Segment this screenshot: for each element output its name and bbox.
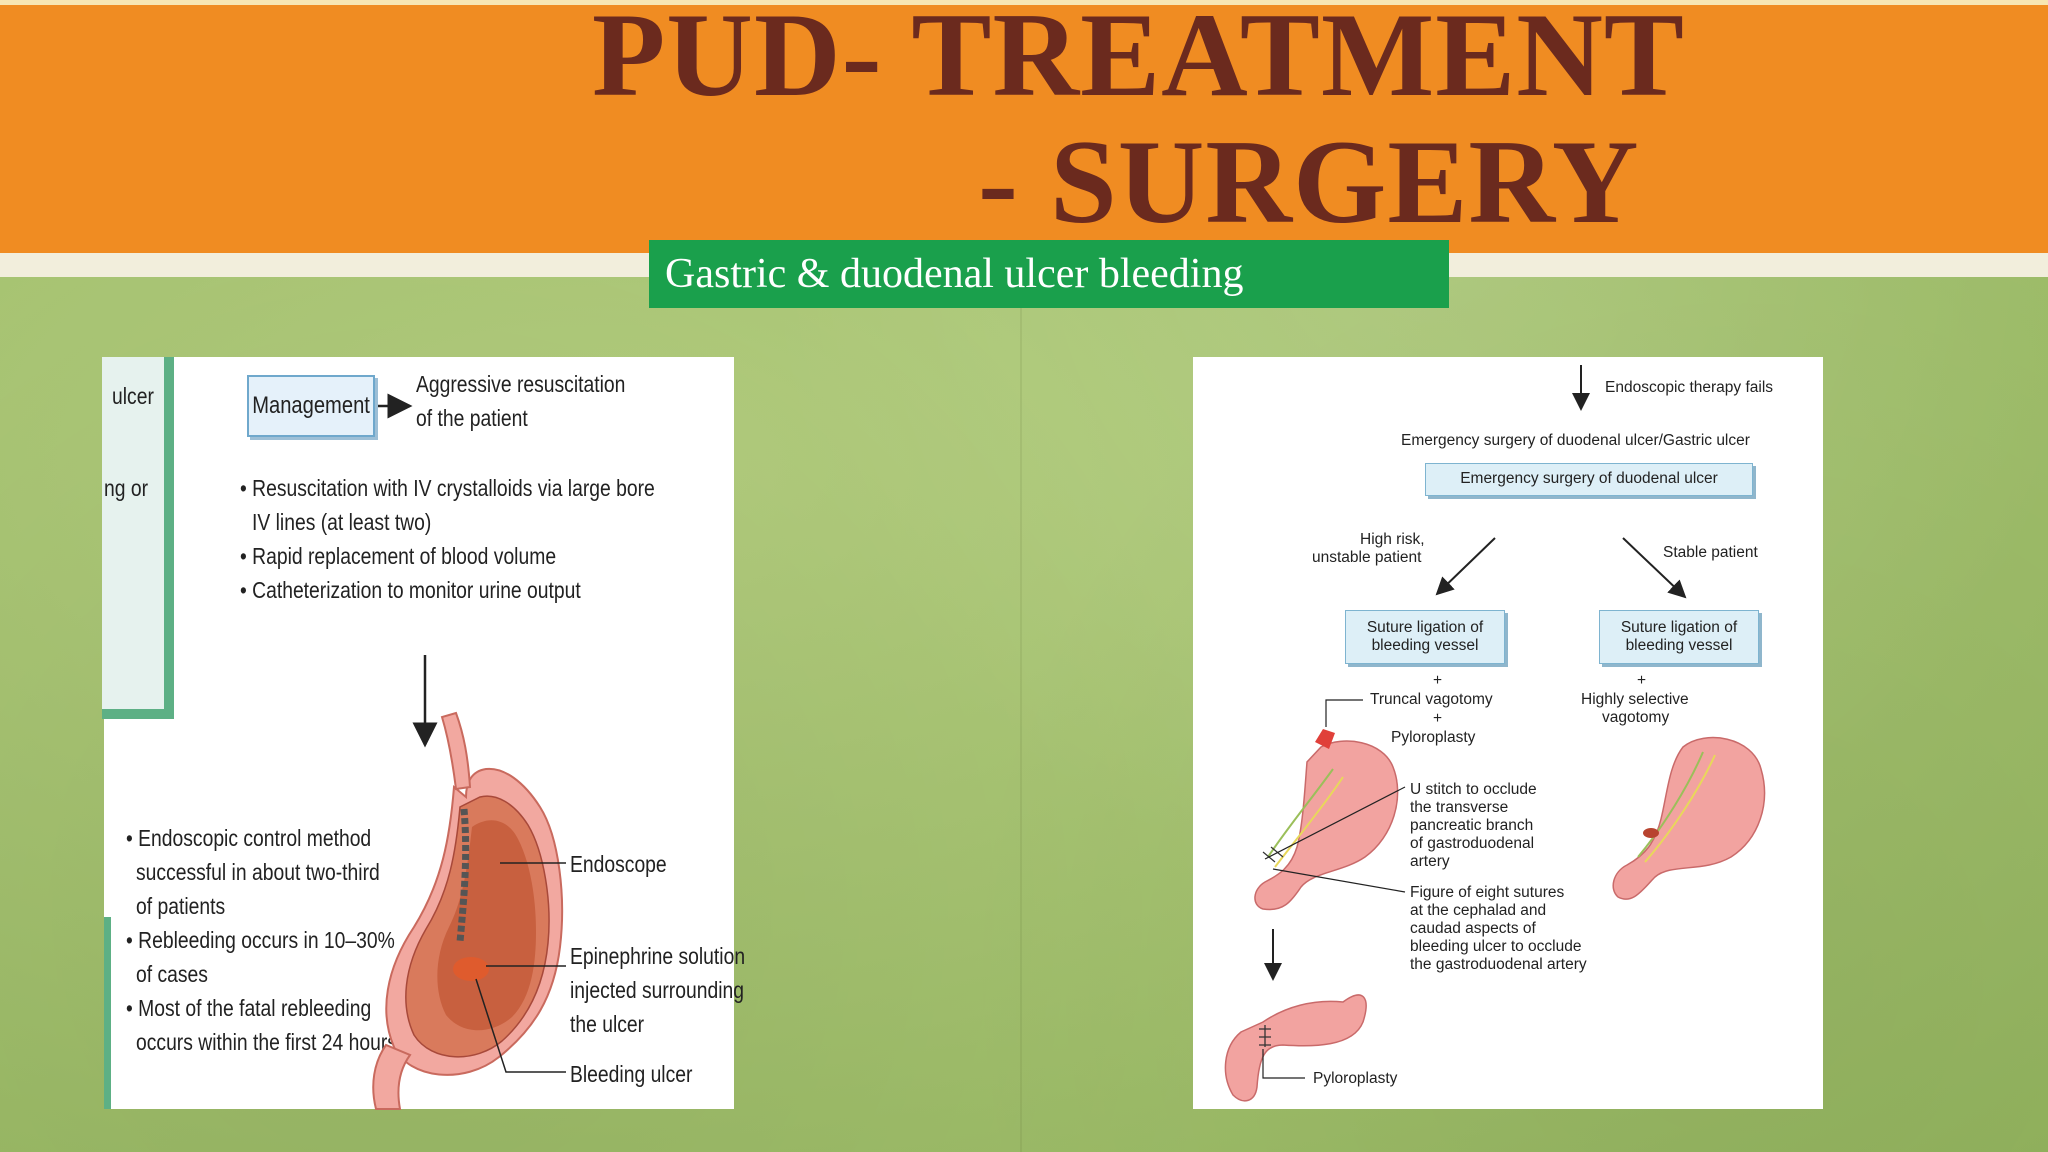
stomach-left-icon [1254,729,1399,911]
suture-right-line-1: Suture ligation of [1620,619,1738,636]
right-figure-drawing [1224,365,1766,1102]
pyloroplasty-stomach-icon [1224,994,1367,1102]
bullet-bottom-1: • Endoscopic control method [126,825,372,851]
resuscitation-line-2: of the patient [416,405,528,431]
slide-title-line-1: PUD- TREATMENT [592,0,1685,121]
truncal-leader [1325,699,1363,727]
emergency-heading: Emergency surgery of duodenal ulcer/Gast… [1401,432,1750,449]
high-risk-line-2: unstable patient [1312,549,1422,566]
figure-eight-line-2: at the cephalad and [1410,902,1547,919]
high-risk-arrow [1435,537,1496,596]
figure-eight-line-3: caudad aspects of [1410,920,1536,937]
stable-patient-label: Stable patient [1663,544,1758,561]
highly-selective-line-2: vagotomy [1602,709,1670,726]
u-stitch-line-5: artery [1410,853,1450,870]
truncal-vagotomy-label: Truncal vagotomy [1370,691,1493,708]
emergency-box-label: Emergency surgery of duodenal ulcer [1460,470,1718,488]
slide-title-line-2: - SURGERY [978,115,1640,248]
suture-left-line-2: bleeding vessel [1371,637,1479,654]
bullet-bottom-2: successful in about two-third [136,859,380,885]
pyloroplasty-leader [1262,1049,1305,1079]
left-figure-panel: ulcer ng or Management Aggressive resusc… [102,357,745,1110]
endoscopic-fails-label: Endoscopic therapy fails [1605,379,1774,396]
management-label: Management [252,392,370,419]
label-epinephrine-3: the ulcer [570,1011,645,1037]
bullet-bottom-3: of patients [136,893,226,919]
management-box: Management [247,375,375,437]
suture-right-line-2: bleeding vessel [1625,637,1733,654]
right-figure-panel: Endoscopic therapy fails Emergency surge… [1193,357,1823,1109]
cropped-label-ulcer: ulcer [112,383,154,409]
u-stitch-line-2: the transverse [1410,799,1509,816]
bullet-bottom-6: • Most of the fatal rebleeding [126,995,372,1021]
bleeding-ulcer-leader [475,978,566,1073]
high-risk-line-1: High risk, [1360,531,1425,548]
bullet-top-4: • Catheterization to monitor urine outpu… [240,577,581,603]
suture-box-left: Suture ligation of bleeding vessel [1345,610,1505,664]
suture-left-line-1: Suture ligation of [1366,619,1484,636]
pyloroplasty-label: Pyloroplasty [1391,729,1476,746]
bullet-top-2: IV lines (at least two) [252,509,432,535]
resuscitation-line-1: Aggressive resuscitation [416,371,626,397]
figure-eight-line-4: bleeding ulcer to occlude [1410,938,1582,955]
pyloroplasty-bottom-label: Pyloroplasty [1313,1070,1398,1087]
bullet-bottom-5: of cases [136,961,208,987]
label-epinephrine-2: injected surrounding [570,977,744,1003]
bullet-top-1: • Resuscitation with IV crystalloids via… [240,475,655,501]
figure-eight-leader [1272,868,1406,893]
bullet-top-3: • Rapid replacement of blood volume [240,543,557,569]
stomach-cross-section-icon [372,711,564,1110]
u-stitch-line-4: of gastroduodenal [1410,835,1535,852]
bullet-bottom-4: • Rebleeding occurs in 10–30% [126,927,395,953]
left-figure-drawing [372,393,566,1110]
cropped-label-or: ng or [104,475,149,501]
stable-arrow [1622,537,1687,599]
u-stitch-leader [1264,786,1406,860]
figure-eight-line-5: the gastroduodenal artery [1410,956,1587,973]
header-band [0,0,2048,253]
highly-selective-line-1: Highly selective [1581,691,1689,708]
plus-2: + [1433,710,1443,727]
label-bleeding-ulcer: Bleeding ulcer [570,1061,693,1087]
label-endoscope: Endoscope [570,851,667,877]
figure-eight-line-1: Figure of eight sutures [1410,884,1565,901]
suture-box-right: Suture ligation of bleeding vessel [1599,610,1759,664]
cropped-side-line [104,917,111,1109]
plus-1: + [1433,672,1443,689]
stomach-right-icon [1612,736,1766,900]
u-stitch-line-1: U stitch to occlude [1410,781,1537,798]
paper-fold-line [1020,300,1022,1152]
slide-subtitle: Gastric & duodenal ulcer bleeding [649,240,1449,308]
bullet-bottom-7: occurs within the first 24 hours [136,1029,397,1055]
emergency-box: Emergency surgery of duodenal ulcer [1425,463,1753,496]
cropped-side-box [102,357,174,719]
plus-3: + [1637,672,1647,689]
u-stitch-line-3: pancreatic branch [1410,817,1534,834]
label-epinephrine-1: Epinephrine solution [570,943,746,969]
